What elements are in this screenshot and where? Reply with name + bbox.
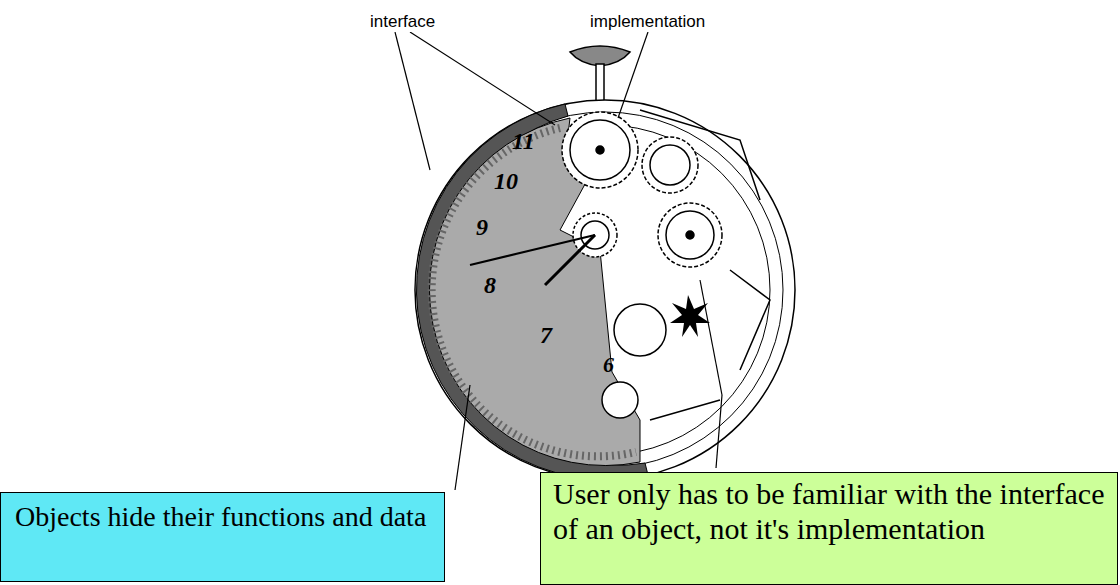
callout-box: User only has to be familiar with the in… xyxy=(540,472,1118,585)
gear xyxy=(562,112,638,188)
gear xyxy=(658,203,722,267)
leader-line xyxy=(700,280,722,395)
leader-line xyxy=(410,32,555,125)
callout-box: Objects hide their functions and data xyxy=(0,492,445,582)
watch-hand xyxy=(545,235,595,285)
leader-line xyxy=(395,32,430,170)
leader-line xyxy=(618,32,648,118)
gear xyxy=(602,382,638,418)
dial-number: 11 xyxy=(512,128,535,155)
part-label: interface xyxy=(368,12,437,32)
dial-number: 7 xyxy=(540,322,552,349)
gear xyxy=(570,120,630,180)
gear xyxy=(614,304,666,356)
watch-hand xyxy=(470,235,595,265)
leader-line xyxy=(455,385,470,490)
dial-number: 6 xyxy=(603,352,614,378)
dial-number: 8 xyxy=(484,272,496,299)
watch-dial xyxy=(429,118,640,466)
callout-text: Objects hide their functions and data xyxy=(15,501,430,533)
gear xyxy=(642,137,698,193)
part-label: implementation xyxy=(588,12,707,32)
leader-line xyxy=(716,395,722,468)
watch-stem xyxy=(596,64,604,104)
callout-text: User only has to be familiar with the in… xyxy=(553,477,1105,546)
gear xyxy=(666,211,714,259)
dial-number: 10 xyxy=(494,168,518,195)
watch-crown xyxy=(570,46,630,66)
dial-number: 9 xyxy=(476,214,488,241)
movement-bridge xyxy=(640,110,770,420)
gear xyxy=(650,145,690,185)
case-cutaway xyxy=(416,104,648,480)
watch-case xyxy=(415,100,795,480)
gear-axle xyxy=(686,231,694,239)
gear-axle xyxy=(596,146,604,154)
